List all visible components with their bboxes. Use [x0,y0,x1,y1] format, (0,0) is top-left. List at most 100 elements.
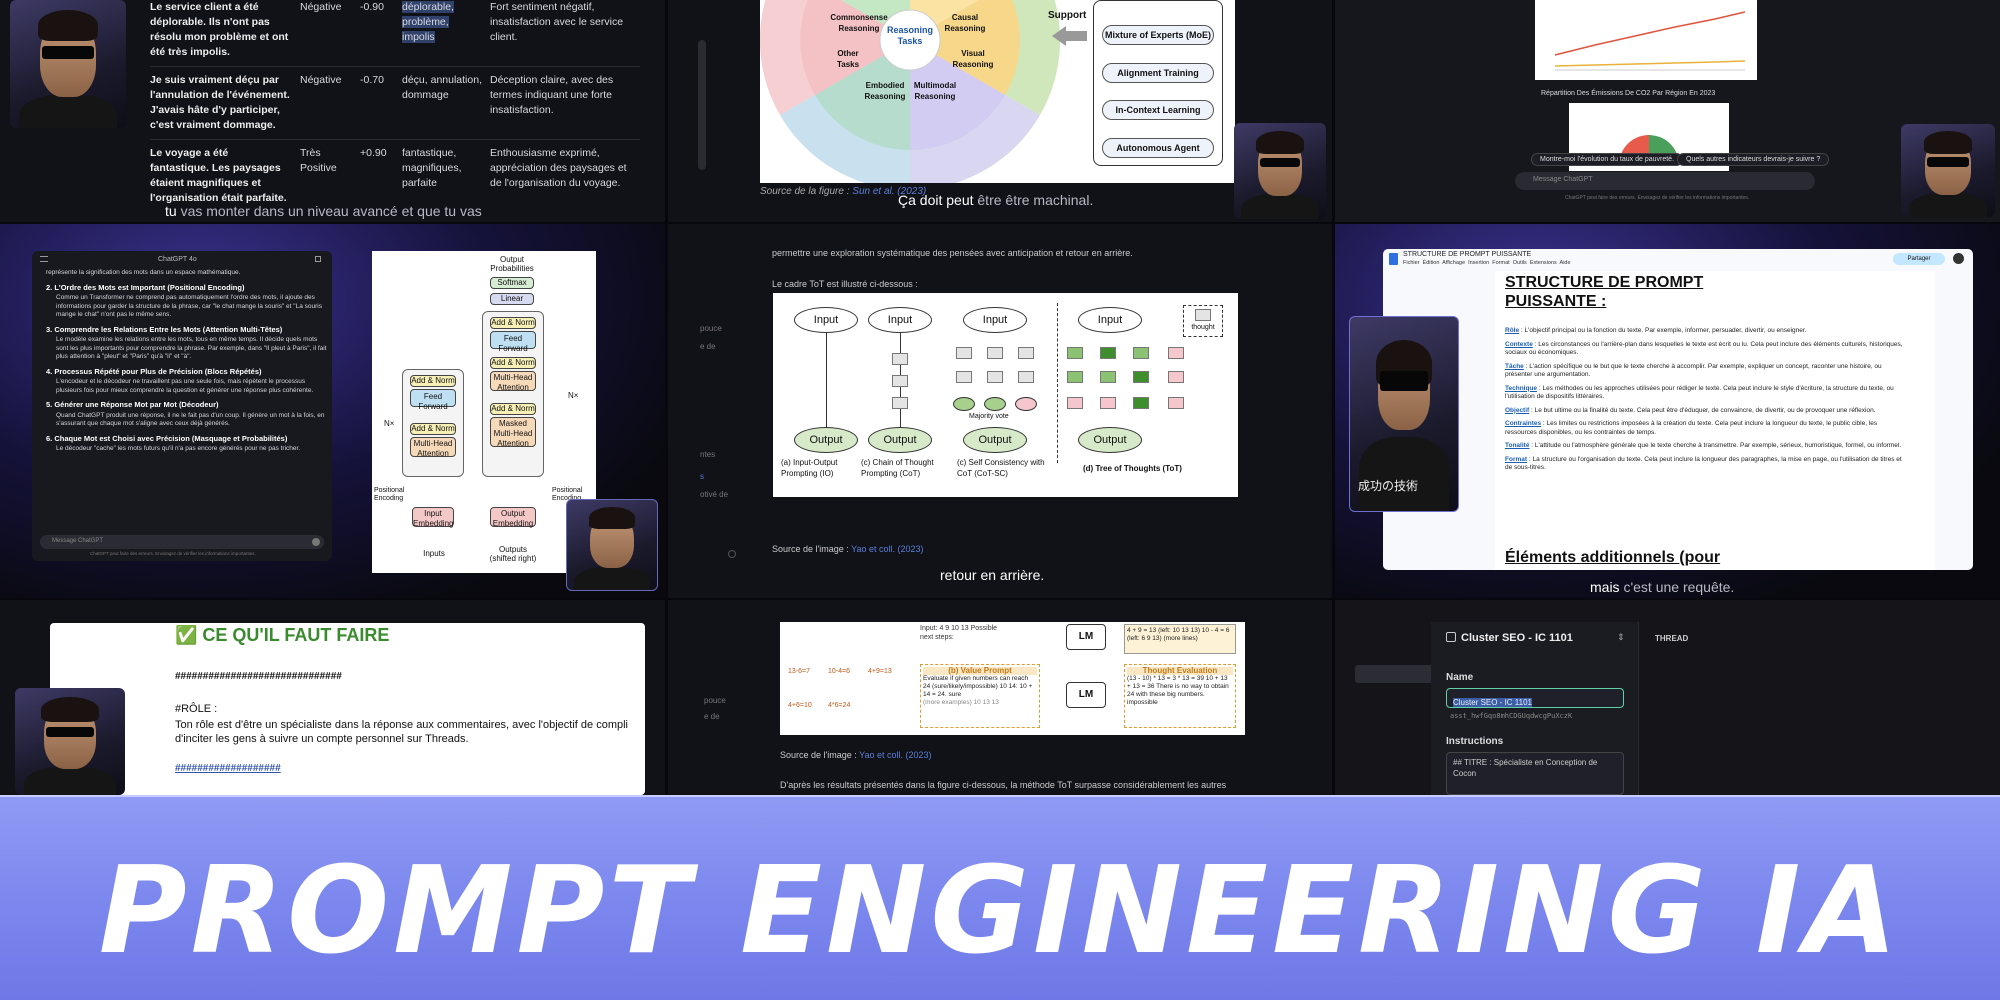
send-icon[interactable] [312,538,320,546]
vertical-line [826,333,827,427]
model-selector[interactable]: ChatGPT 4o [158,256,197,263]
vote-node [984,397,1006,411]
account-avatar[interactable] [1953,253,1964,264]
sidebar-text: ntes [700,450,716,459]
support-item: Autonomous Agent [1102,138,1214,158]
menu-item[interactable]: Affichage [1442,260,1466,266]
thumbnail-grid: Le service client a été déplorable. Ils … [0,0,2000,795]
title-banner: PROMPT ENGINEERING IA [0,795,2000,1000]
figure-caption: (d) Tree of Thoughts (ToT) [1083,464,1182,473]
subtitle: mais c'est une requête. [1590,579,1735,595]
suggestion-chip[interactable]: Quels autres indicateurs devrais-je suiv… [1677,153,1830,166]
menu-item[interactable]: Outils [1512,260,1527,266]
message-input[interactable]: Message ChatGPT [40,535,324,549]
input-node: Input [868,307,932,333]
scrollbar[interactable] [698,40,706,170]
sidebar-toggle-icon[interactable] [40,256,48,262]
thought-node [1100,347,1116,359]
segment-label: Visual Reasoning [952,49,994,69]
thought-node [956,347,972,359]
input-node: Input [963,307,1027,333]
instructions-label: Instructions [1446,736,1504,747]
input-node: Input [794,307,858,333]
robot-icon [1446,632,1456,642]
segment-label: Multimodal Reasoning [913,81,957,101]
chart-title: Répartition Des Émissions De CO2 Par Rég… [1541,90,1716,97]
chevron-updown-icon[interactable]: ⇕ [1617,632,1625,642]
table-row: Le service client a été déplorable. Ils … [150,0,640,67]
top-text: permettre une exploration systématique d… [772,248,1133,258]
scroll-down-icon[interactable] [728,550,736,558]
banner-title: PROMPT ENGINEERING IA [98,842,1902,981]
figure-caption: (c) Self Consistency with CoT (CoT-SC) [957,458,1045,478]
message-input[interactable]: Message ChatGPT [1515,172,1815,190]
sidebar-text: e de [704,712,720,721]
cell-sentiment-table: Le service client a été déplorable. Ils … [0,0,665,222]
menu-item[interactable]: Extensions [1529,260,1557,266]
sidebar-text: s [700,472,704,481]
input-embedding-block: Input Embedding [412,507,454,528]
doc-item: Tonalité : L'attitude ou l'atmosphère gé… [1505,442,1902,449]
table-row: Le voyage a été fantastique. Les paysage… [150,147,627,204]
image-source: Source de l'image : Yao et coll. (2023) [772,544,924,554]
transformer-diagram: Output Probabilities Softmax Linear Add … [372,251,596,573]
cell-tree-of-thoughts: permettre une exploration systématique d… [668,224,1332,598]
figure-panel: Reasoning Tasks Commonsense Reasoning Ca… [760,0,1235,183]
source-link[interactable]: Sun et al. (2023) [852,186,927,197]
line-chart [1554,11,1746,71]
instructions-input[interactable]: ## TITRE : Spécialiste en Conception de … [1446,752,1624,795]
support-item: In-Context Learning [1102,100,1214,120]
new-chat-icon[interactable] [315,256,321,262]
thought-node [1168,397,1184,409]
legend-box: thought [1183,305,1223,337]
output-node: Output [868,427,932,453]
menu-item[interactable]: Format [1492,260,1510,266]
doc-heading: ✅ CE QU'IL FAUT FAIRE [175,625,390,645]
doc-heading: STRUCTURE DE PROMPT PUISSANTE : [1505,274,1704,310]
doc-item: Objectif : Le but ultime ou la finalité … [1505,406,1876,414]
doc-title[interactable]: STRUCTURE DE PROMPT PUISSANTE [1403,251,1532,258]
source-link[interactable]: Yao et coll. (2023) [851,544,924,554]
menu-item[interactable]: Édition [1422,260,1440,266]
segment-label: Causal Reasoning [944,13,986,33]
thought-node [987,347,1003,359]
assistant-selector[interactable]: Cluster SEO - IC 1101 [1461,632,1573,644]
assistant-panel: Cluster SEO - IC 1101 ⇕ Name Cluster SEO… [1431,622,1639,795]
name-input[interactable]: Cluster SEO - IC 1101 [1446,688,1624,708]
cell-value-prompt: pouce e de ons Input: 4 9 10 13 Possible… [668,600,1332,795]
menu-item[interactable]: Fichier [1403,260,1420,266]
divider-dashed [1057,303,1058,463]
thought-node [1018,347,1034,359]
figure-source: Source de la figure : Sun et al. (2023) [760,186,927,197]
sidebar-text: pouce [700,324,722,333]
mha-block: Multi-Head Attention [410,437,456,458]
subtitle: Ça doit peut être être machinal. [898,192,1094,208]
segment-label: Embodied Reasoning [864,81,906,101]
section: 5. Générer une Réponse Mot par Mot (Déco… [46,400,325,427]
thought-node [1067,397,1083,409]
thought-node [987,371,1003,383]
suggestion-chip[interactable]: Montre-moi l'évolution du taux de pauvre… [1531,153,1684,166]
thought-node [1133,347,1149,359]
mha-block: Multi-Head Attention [490,371,536,392]
sidebar-text: otivé de [700,490,729,499]
thought-eval-box: Thought Evaluation (13 - 10) * 13 = 3 * … [1124,664,1236,728]
cell-prompt-example: ✅ CE QU'IL FAUT FAIRE ##################… [0,600,665,795]
source-link[interactable]: Yao et coll. (2023) [859,750,932,760]
selected-keywords[interactable]: déplorable, problème, impolis [402,1,454,43]
segment-label: Other Tasks [836,49,860,69]
doc-item: Contexte : Les circonstances ou l'arrièr… [1505,340,1903,357]
thought-node [892,353,908,365]
thought-node [1133,397,1149,409]
feed-forward-block: Feed Forward [490,331,536,353]
chatgpt-window: ChatGPT 4o représente la signification d… [32,251,332,561]
share-button[interactable]: Partager [1893,253,1945,265]
left-menu-item[interactable] [1355,665,1445,683]
thought-node [1168,347,1184,359]
menu-item[interactable]: Insertion [1468,260,1490,266]
line-chart-image [1535,0,1757,80]
menu-item[interactable]: Aide [1559,260,1571,266]
menu-bar: Fichier Édition Affichage Insertion Form… [1403,260,1571,266]
input-node: Input [1078,307,1142,333]
webcam-presenter [566,499,658,591]
